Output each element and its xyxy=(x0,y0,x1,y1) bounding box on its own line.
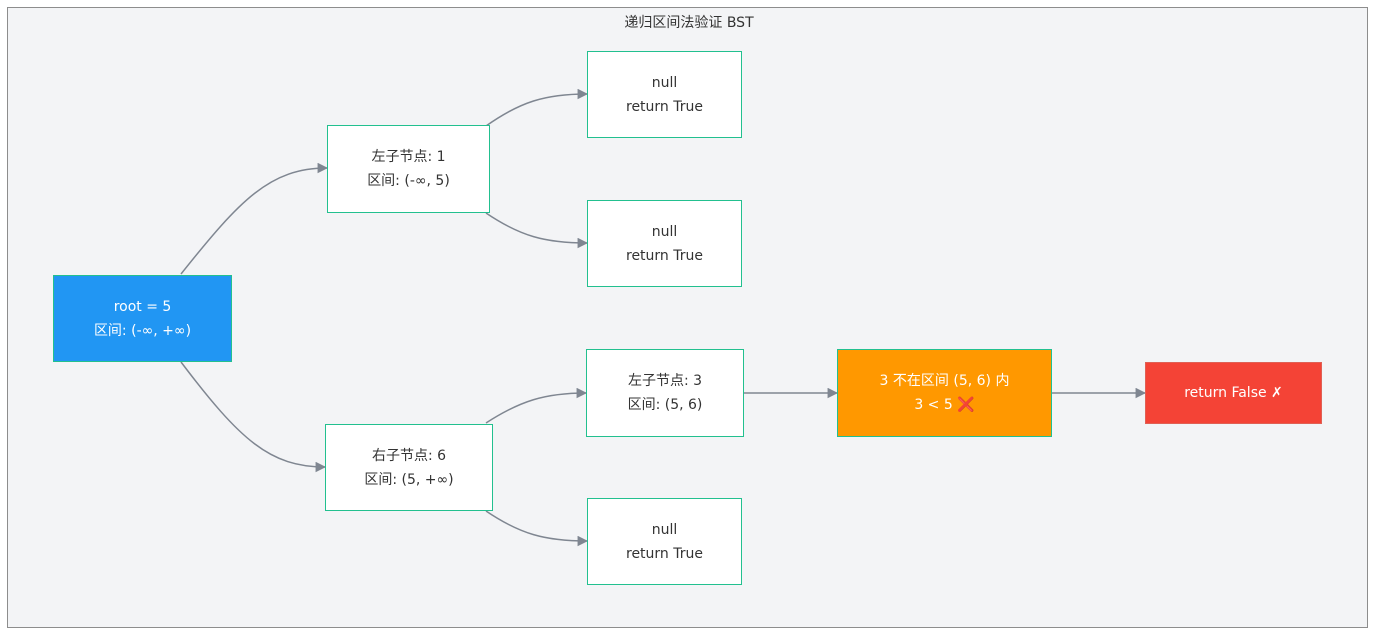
cross-mark-icon: ❌ xyxy=(957,397,975,413)
node-root: root = 5 区间: (-∞, +∞) xyxy=(53,275,232,362)
node-return-false: return False ✗ xyxy=(1145,362,1322,424)
edge-root-to-left1 xyxy=(180,162,329,275)
node-null1-line2: return True xyxy=(626,98,703,115)
node-null1-line1: null xyxy=(651,74,678,91)
node-right-child-6: 右子节点: 6 区间: (5, +∞) xyxy=(325,424,493,511)
node-right6-line2: 区间: (5, +∞) xyxy=(364,471,454,488)
node-null-2: null return True xyxy=(587,200,742,287)
node-left-child-3: 左子节点: 3 区间: (5, 6) xyxy=(586,349,744,437)
node-root-line1: root = 5 xyxy=(113,298,172,315)
node-null2-line2: return True xyxy=(626,247,703,264)
node-root-line2: 区间: (-∞, +∞) xyxy=(93,322,192,339)
node-result-line1: return False ✗ xyxy=(1184,385,1283,401)
node-check-line2: 3 < 5 xyxy=(914,397,953,413)
node-range-check: 3 不在区间 (5, 6) 内 3 < 5 ❌ xyxy=(837,349,1052,437)
edge-left1-to-null1 xyxy=(485,88,589,127)
node-left3-line2: 区间: (5, 6) xyxy=(627,397,703,413)
node-left-child-1: 左子节点: 1 区间: (-∞, 5) xyxy=(327,125,490,213)
edge-right6-to-left3 xyxy=(485,387,588,424)
diagram-title: 递归区间法验证 BST xyxy=(624,15,754,31)
node-left3-line1: 左子节点: 3 xyxy=(627,373,703,389)
node-null3-line2: return True xyxy=(626,545,703,562)
node-left1-line2: 区间: (-∞, 5) xyxy=(367,173,450,189)
node-null-1: null return True xyxy=(587,51,742,138)
node-left1-line1: 左子节点: 1 xyxy=(371,149,446,165)
node-check-line2-wrap: 3 < 5 ❌ xyxy=(914,393,974,417)
node-right6-line1: 右子节点: 6 xyxy=(371,447,447,464)
edge-right6-to-null3 xyxy=(485,510,589,547)
edge-root-to-right6 xyxy=(180,361,327,473)
node-null3-line1: null xyxy=(651,521,678,538)
node-null2-line1: null xyxy=(651,223,678,240)
node-null-3: null return True xyxy=(587,498,742,585)
edge-left1-to-null2 xyxy=(485,212,589,249)
node-check-line1: 3 不在区间 (5, 6) 内 xyxy=(879,373,1010,389)
